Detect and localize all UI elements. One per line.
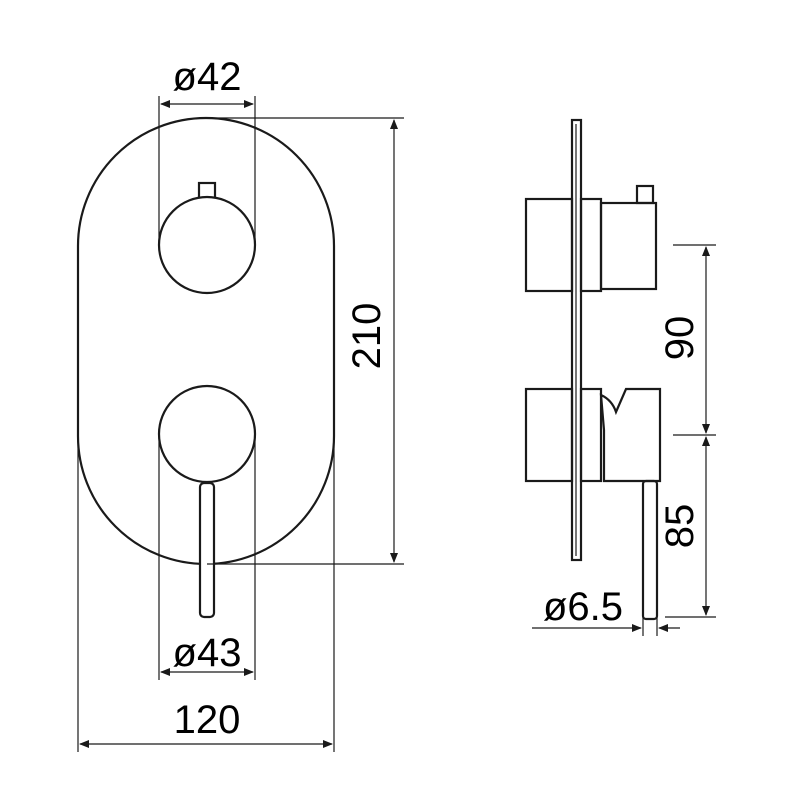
dim-height: 210 xyxy=(207,117,404,565)
side-bottom-knob-cap xyxy=(599,387,662,483)
dim-bottom-knob-diameter-label: ø43 xyxy=(173,631,242,675)
dim-lever-length: 85 xyxy=(658,436,716,618)
dim-width: 120 xyxy=(77,440,335,752)
side-top-knob-front xyxy=(579,197,603,293)
dim-top-knob-diameter: ø42 xyxy=(158,55,256,245)
dim-height-label: 210 xyxy=(345,303,389,370)
side-view: 90 85 ø6.5 xyxy=(524,118,716,636)
dim-width-label: 120 xyxy=(174,698,241,742)
dim-lever-diameter: ø6.5 xyxy=(532,585,680,636)
dim-bottom-knob-diameter: ø43 xyxy=(158,434,256,680)
side-lever xyxy=(641,479,659,621)
top-knob-body xyxy=(157,195,257,295)
dim-top-knob-diameter-label: ø42 xyxy=(173,55,242,99)
dim-knob-spacing-label: 90 xyxy=(658,316,702,361)
side-plate xyxy=(570,118,583,562)
side-top-knob-cap xyxy=(599,201,658,291)
front-view: ø42 210 ø43 120 xyxy=(76,55,404,752)
dim-lever-diameter-label: ø6.5 xyxy=(543,585,623,629)
side-bottom-knob-rear xyxy=(524,387,574,483)
dim-lever-length-label: 85 xyxy=(658,504,702,549)
side-top-knob-indicator xyxy=(635,184,655,205)
dim-knob-spacing: 90 xyxy=(658,244,716,436)
side-bottom-knob-front xyxy=(579,387,603,483)
bottom-lever xyxy=(198,481,216,619)
top-knob xyxy=(157,181,257,295)
side-bottom-knob xyxy=(524,387,662,621)
bottom-knob-body xyxy=(157,384,257,484)
side-top-knob-rear xyxy=(524,197,574,293)
bottom-knob xyxy=(157,384,257,619)
side-top-knob xyxy=(524,184,658,293)
